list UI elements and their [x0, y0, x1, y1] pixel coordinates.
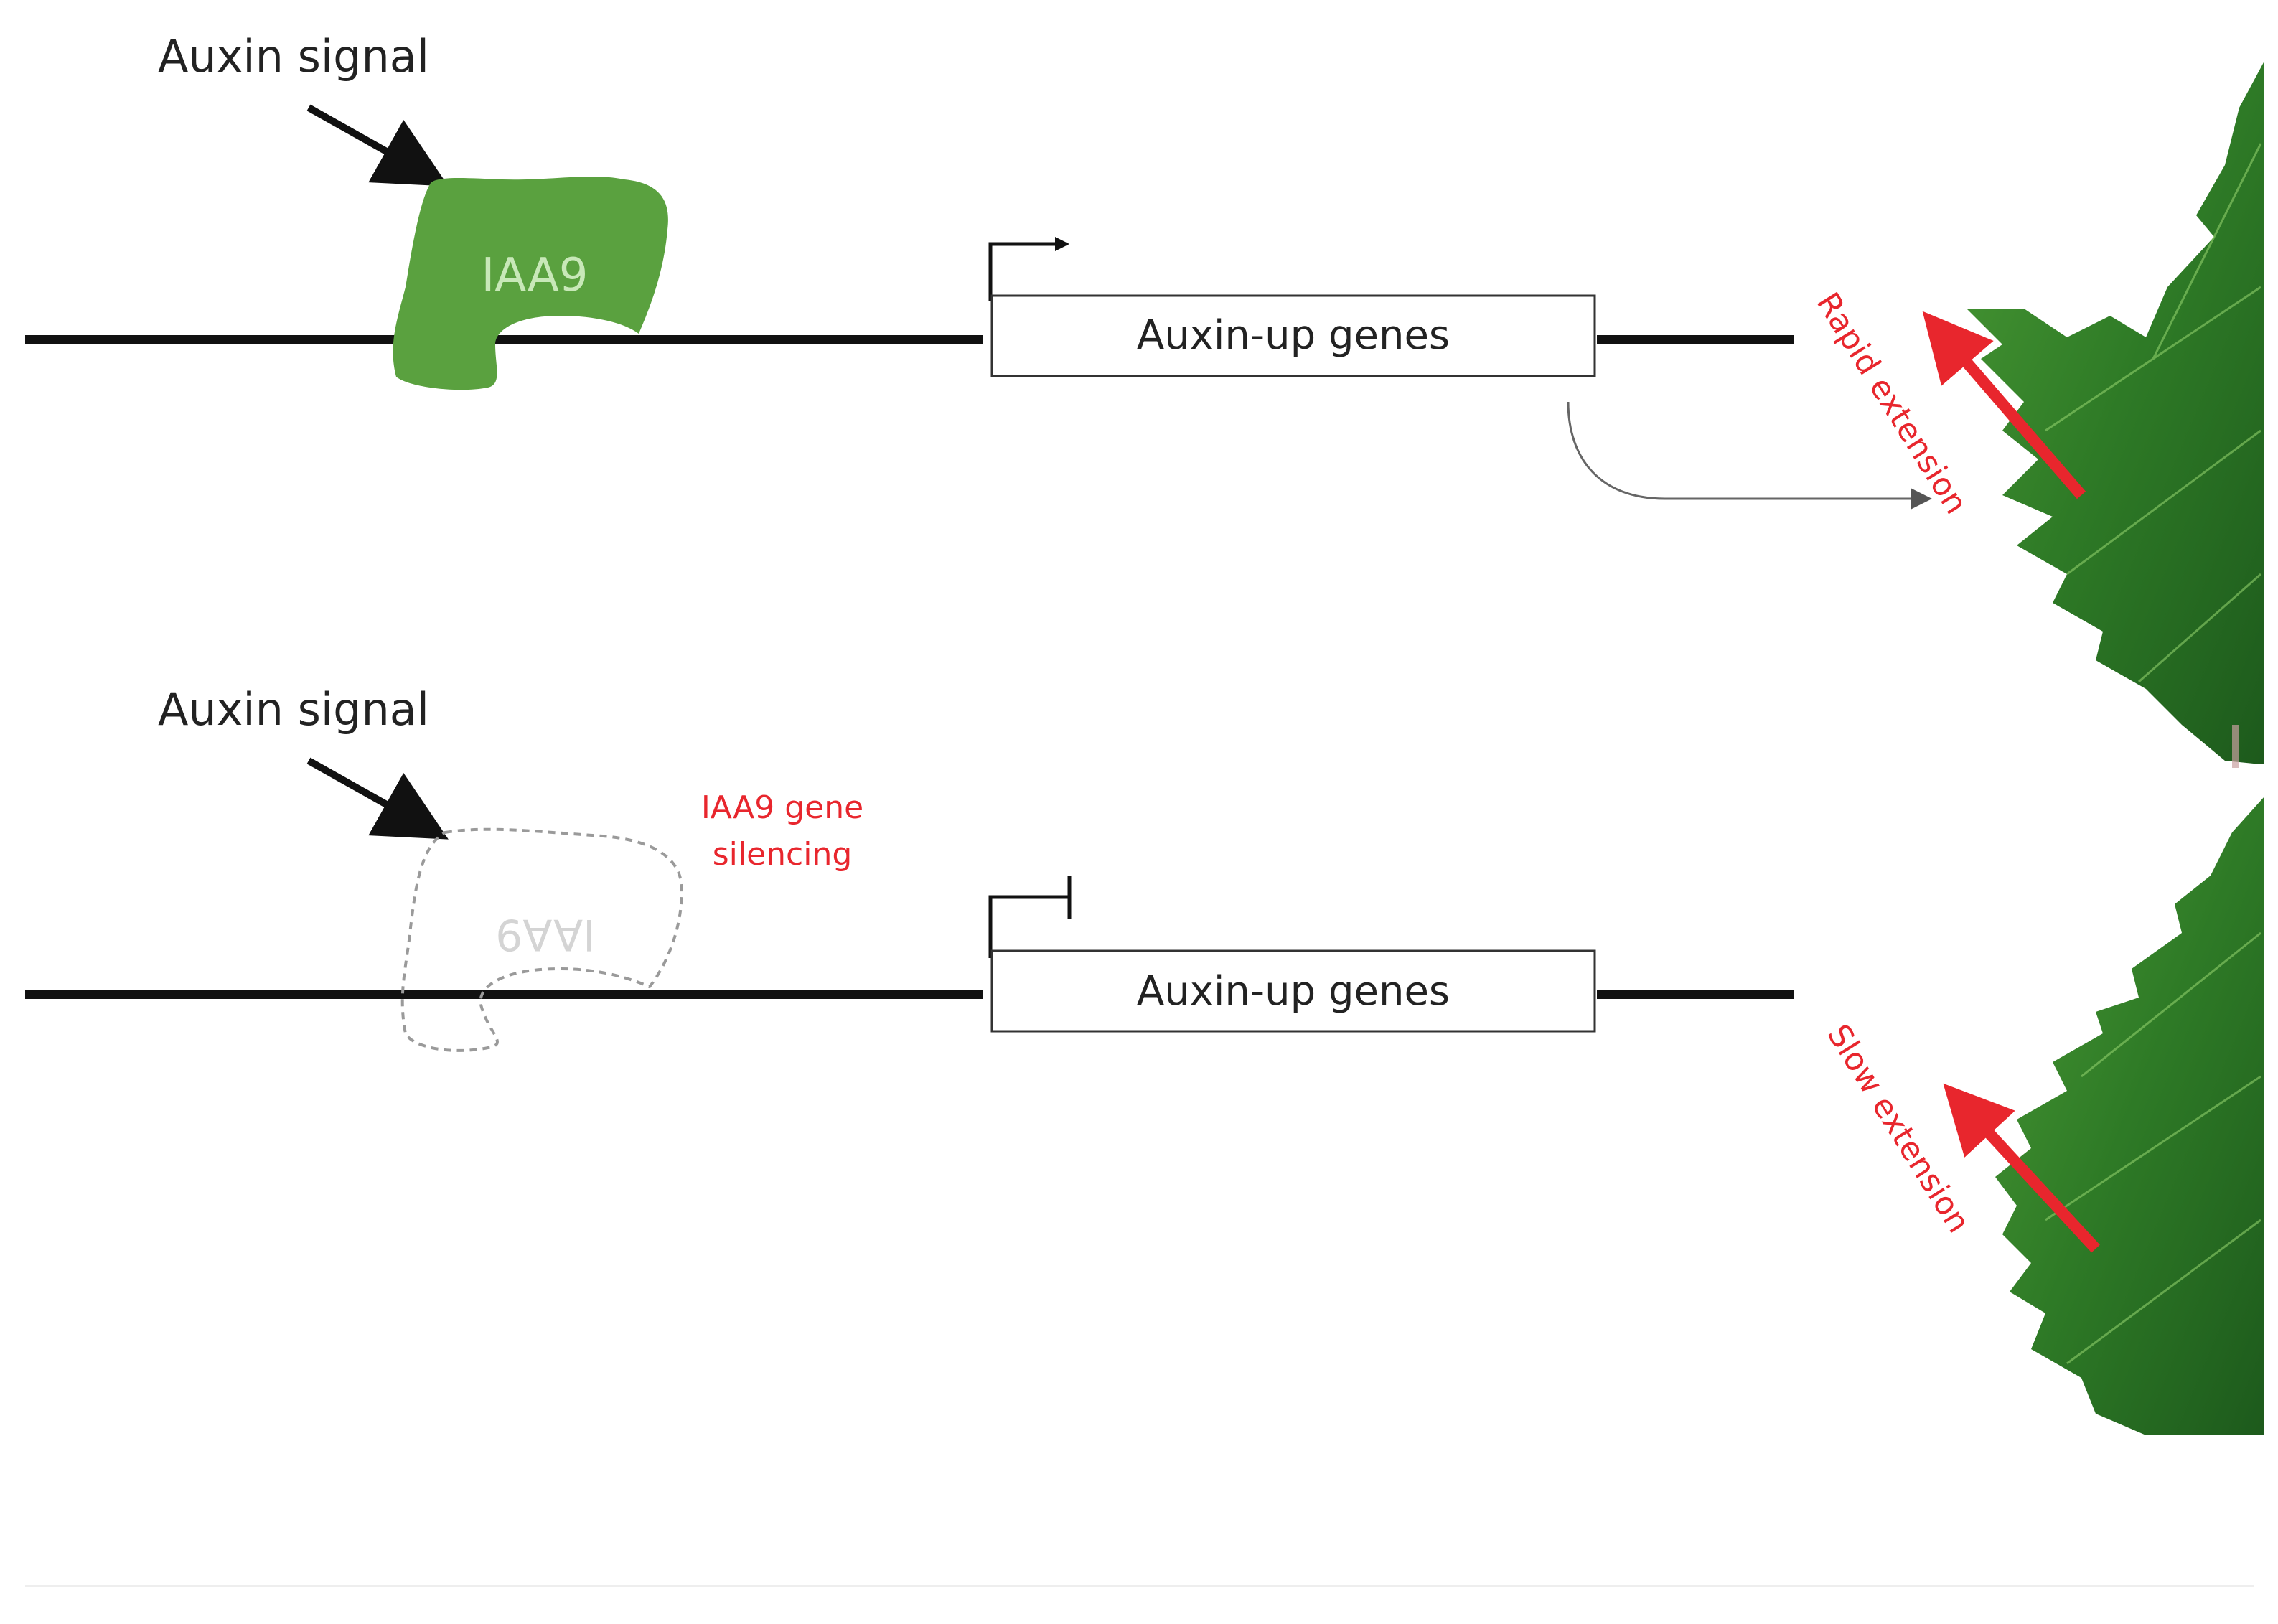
- iaa9-silencing-label-line2: silencing: [713, 836, 853, 873]
- auxin-up-gene-label-2: Auxin-up genes: [1137, 968, 1450, 1015]
- transcription-blocked-icon: [988, 895, 1068, 958]
- iaa9-protein-label: IAA9: [482, 249, 589, 302]
- auxin-signal-label-2: Auxin signal: [158, 683, 429, 736]
- rapid-extension-label: Rapid extension: [1809, 286, 1974, 521]
- auxin-up-gene-box: [990, 294, 1596, 377]
- leaf-top-icon: Rapid extension: [1809, 61, 2264, 768]
- transcription-start-arrowhead: [1055, 237, 1069, 251]
- iaa9-protein-shape: [393, 176, 668, 390]
- leaf-bottom-icon: Slow extension: [1820, 797, 2264, 1435]
- slow-extension-label: Slow extension: [1820, 1018, 1977, 1239]
- rapid-extension-arrow-icon: [1922, 311, 2086, 499]
- iaa9-silenced-label: IAA9: [495, 909, 596, 959]
- auxin-up-gene-label: Auxin-up genes: [1137, 312, 1450, 359]
- iaa9-silenced-protein-shape: [400, 827, 684, 1052]
- auxin-signal-arrow-icon-2: [306, 757, 449, 840]
- panel-top: Auxin signal IAA9 Auxin-up genes: [25, 30, 1932, 510]
- slow-extension-arrow-icon: [1943, 1083, 2100, 1253]
- auxin-signal-arrow-icon: [306, 104, 449, 187]
- panel-bottom: Auxin signal IAA9 IAA9 gene silencing Au…: [25, 683, 1794, 1052]
- iaa9-silencing-label-line1: IAA9 gene: [701, 789, 863, 826]
- transcription-start-arrow-icon: [988, 242, 1055, 301]
- gene-to-growth-connector: [1567, 401, 1932, 510]
- auxin-up-gene-box-2: [990, 949, 1596, 1033]
- auxin-signal-label: Auxin signal: [158, 30, 429, 83]
